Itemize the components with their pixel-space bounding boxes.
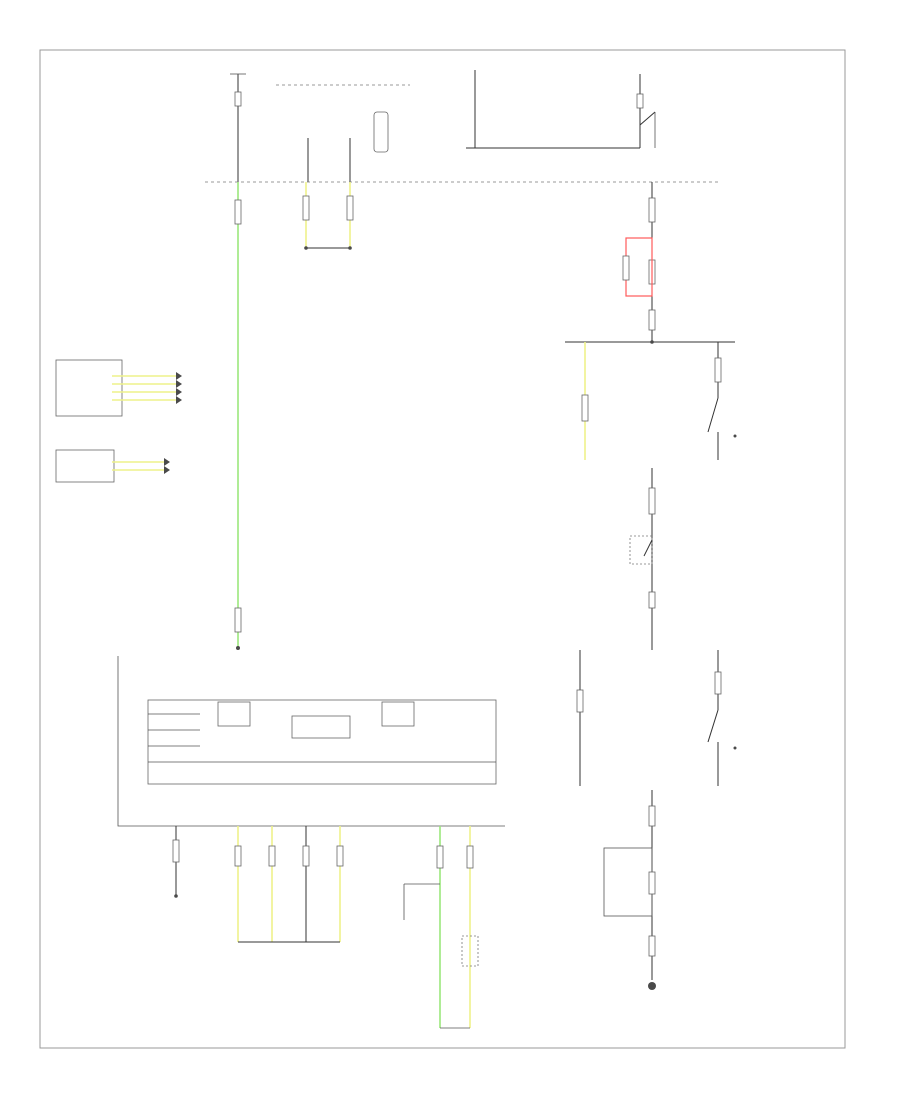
- connector-yellow-2-icon: [346, 195, 354, 221]
- fuse-right-icon: [636, 93, 644, 109]
- splice-dot-1: [304, 246, 308, 250]
- switch-1-indicator: [733, 434, 737, 438]
- connector-bottom-right-1-icon: [648, 805, 656, 827]
- fuse-left-icon: [234, 91, 242, 107]
- switch-1-contact: [707, 397, 719, 433]
- switch-contact-top: [639, 111, 656, 126]
- module-sub-box-2: [291, 715, 351, 739]
- lamp-ground-icon: [648, 982, 656, 990]
- resistor-loop: [603, 847, 653, 917]
- connector-module-3-icon: [302, 845, 310, 867]
- connector-module-1-icon: [234, 845, 242, 867]
- ecm-connector-arrows: [164, 458, 170, 474]
- connector-switch-1-icon: [714, 357, 722, 383]
- connector-yellow-5-icon: [466, 845, 474, 869]
- diode-icon: [622, 255, 630, 281]
- connector-yellow-right-icon: [581, 394, 589, 422]
- connector-switch-2-icon: [714, 671, 722, 695]
- module-sub-box-3: [381, 701, 415, 727]
- connector-bottom-right-2-icon: [648, 871, 656, 895]
- instrument-module-box: [55, 359, 123, 417]
- engine-control-module-box: [55, 449, 115, 483]
- connector-bottom-right-3-icon: [648, 935, 656, 957]
- diagram-frame: [39, 49, 846, 1049]
- brake-switch-contact: [643, 539, 653, 557]
- module-outline: [117, 656, 505, 827]
- brake-switch-box: [629, 535, 653, 565]
- ground-point: [174, 894, 178, 898]
- distribution-splice: [650, 340, 654, 344]
- connector-middle-low-icon: [648, 591, 656, 609]
- switch-2-indicator: [733, 746, 737, 750]
- connector-right-low-icon: [648, 309, 656, 331]
- connector-yellow-1-icon: [302, 195, 310, 221]
- red-diode-loop: [625, 237, 653, 297]
- connector-ground-icon: [172, 839, 180, 863]
- cruise-module-box: [147, 699, 497, 785]
- connector-green-icon: [436, 845, 444, 869]
- connector-left-bottom-icon: [234, 607, 242, 633]
- connector-middle-icon: [648, 487, 656, 515]
- splice-left-bottom: [236, 646, 240, 650]
- relay-component-icon: [373, 111, 389, 153]
- module-sub-box-1: [217, 701, 251, 727]
- connector-left-top-icon: [234, 199, 242, 225]
- splice-dot-2: [348, 246, 352, 250]
- sensor-box: [461, 935, 479, 967]
- connector-lower-right-1-icon: [576, 689, 584, 713]
- connector-right-top-icon: [648, 197, 656, 223]
- im-connector-arrows: [176, 372, 182, 404]
- switch-2-contact: [707, 709, 719, 743]
- connector-module-2-icon: [268, 845, 276, 867]
- connector-module-4-icon: [336, 845, 344, 867]
